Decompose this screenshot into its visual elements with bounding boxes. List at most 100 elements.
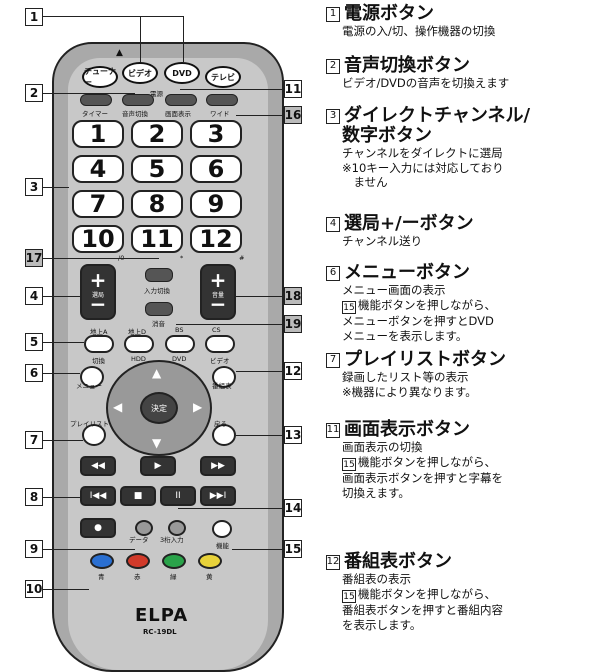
function-ref: 15 [342,590,356,604]
leader-line [43,440,83,441]
down-arrow-icon[interactable]: ▼ [152,436,162,450]
section-title: メニューボタン [344,262,470,283]
playlist-button[interactable] [82,424,106,446]
left-arrow-icon[interactable]: ◀ [113,400,123,414]
tuner-button[interactable]: チューナー [82,66,118,88]
number-key[interactable]: 4 [72,155,124,183]
dvd-button[interactable]: DVD [164,62,200,84]
timer-label: タイマー [82,110,108,118]
red-button[interactable] [126,553,150,569]
section-line: メニュー画面の表示 [342,283,446,297]
section-line: チャンネルをダイレクトに選局 [342,146,503,160]
color-label: 青 [98,573,105,581]
section-number: 3 [326,108,340,124]
source-label-top: 地上A [90,328,108,336]
number-key[interactable]: 9 [190,190,242,218]
volume-rocker[interactable]: +音量− [200,264,236,320]
up-triangle-icon: ▲ [116,48,123,58]
hash-mark: # [239,254,245,262]
number-key[interactable]: 7 [72,190,124,218]
callout-10: 10 [25,580,43,598]
tv-button[interactable]: テレビ [205,66,241,88]
number-key[interactable]: 8 [131,190,183,218]
number-key[interactable]: 10 [72,225,124,253]
callout-18: 18 [284,287,302,305]
source-button[interactable] [165,335,195,353]
function-label: 機能 [216,542,229,550]
section-line: 切換えます。 [342,485,410,500]
section-line: 電源の入/切、操作機器の切換 [342,24,496,38]
leader-line [140,16,141,62]
timer-button[interactable] [80,94,112,106]
volume-label: 音量 [211,292,224,299]
data-label: データ [129,536,149,544]
number-key[interactable]: 6 [190,155,242,183]
right-arrow-icon[interactable]: ▶ [193,400,203,414]
number-key[interactable]: 12 [190,225,242,253]
section-line: 録画したリスト等の表示 [342,370,469,384]
number-key[interactable]: 1 [72,120,124,148]
play-button[interactable]: ▶ [140,456,176,476]
input-switch-button[interactable] [145,268,173,282]
record-button[interactable]: ● [80,518,116,538]
menu-label: メニュー [76,382,102,390]
callout-8: 8 [25,488,43,506]
display-button[interactable] [165,94,197,106]
pause-button[interactable]: II [160,486,196,506]
section-number: 12 [326,554,340,570]
leader-line [178,508,284,509]
guide-button[interactable] [212,366,236,388]
number-key[interactable]: 5 [131,155,183,183]
callout-4: 4 [25,287,43,305]
audio-switch-label: 音声切換 [122,110,148,118]
channel-rocker[interactable]: +選局− [80,264,116,320]
stop-button[interactable]: ■ [120,486,156,506]
function-button[interactable] [212,520,232,538]
fast-forward-button[interactable]: ▶▶ [200,456,236,476]
model-label: RC-19DL [143,628,177,636]
callout-15: 15 [284,540,302,558]
skip-forward-button[interactable]: ▶▶I [200,486,236,506]
three-digit-button[interactable] [168,520,186,536]
leader-line [43,258,159,259]
section-number: 7 [326,352,340,368]
leader-line [43,589,89,590]
number-key[interactable]: 3 [190,120,242,148]
source-button[interactable] [205,335,235,353]
ok-button[interactable]: 決定 [140,392,178,424]
callout-17: 17 [25,249,43,267]
callout-9: 9 [25,540,43,558]
data-button[interactable] [135,520,153,536]
video-button[interactable]: ビデオ [122,62,158,84]
yellow-button[interactable] [198,553,222,569]
color-label: 黄 [206,573,213,581]
leader-line [43,93,135,94]
source-button[interactable] [84,335,114,353]
source-button[interactable] [124,335,154,353]
mute-button[interactable] [145,302,173,316]
up-arrow-icon[interactable]: ▲ [152,366,162,380]
blue-button[interactable] [90,553,114,569]
number-key[interactable]: 2 [131,120,183,148]
callout-16: 16 [284,106,302,124]
section-line: ※機器により異なります。 [342,384,477,399]
back-label: 戻る [214,420,227,428]
skip-back-button[interactable]: I◀◀ [80,486,116,506]
audio-switch-button[interactable] [122,94,154,106]
callout-3: 3 [25,178,43,196]
callout-6: 6 [25,364,43,382]
green-button[interactable] [162,553,186,569]
callout-1: 1 [25,8,43,26]
leader-line [43,296,80,297]
wide-button[interactable] [206,94,238,106]
back-button[interactable] [212,424,236,446]
number-key[interactable]: 11 [131,225,183,253]
rewind-button[interactable]: ◀◀ [80,456,116,476]
menu-button[interactable] [80,366,104,388]
guide-label: 番組表 [212,382,232,390]
section-line: ビデオ/DVDの音声を切換えます [342,76,510,90]
